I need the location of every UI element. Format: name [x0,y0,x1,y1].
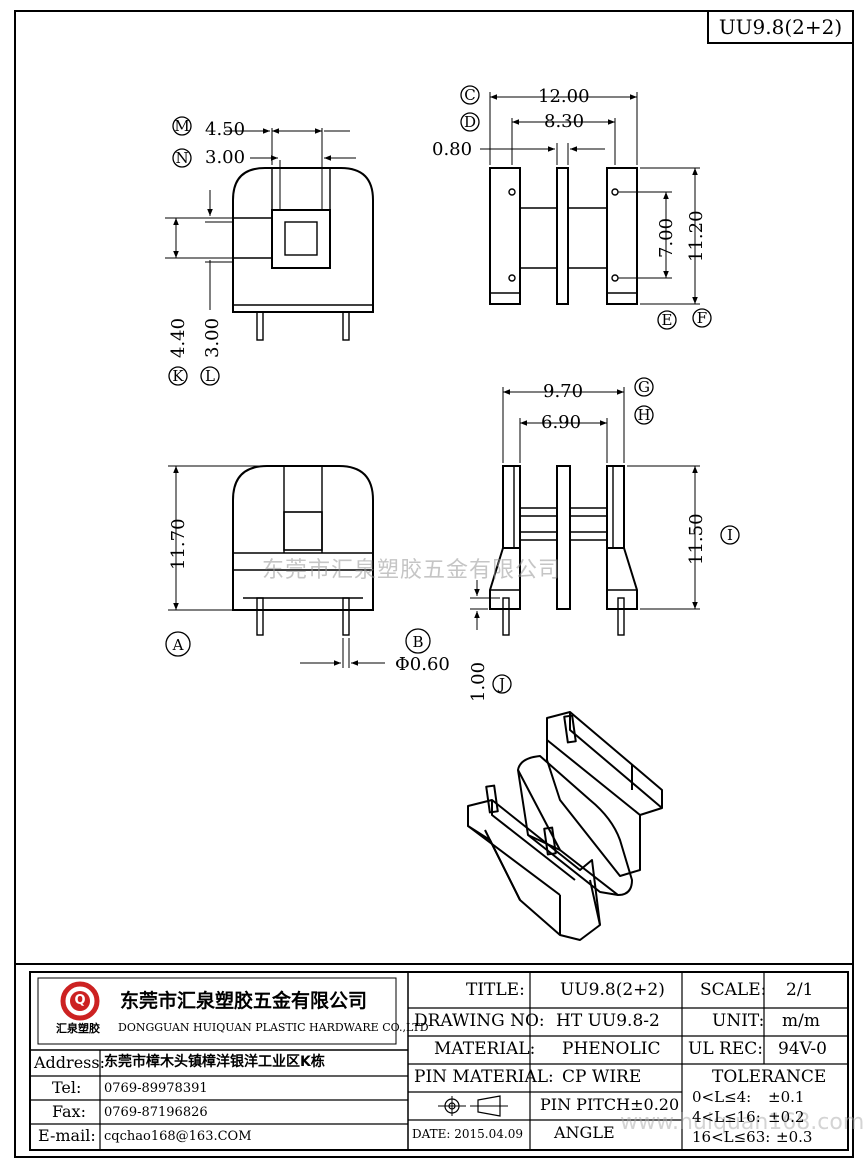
svg-text:C: C [464,86,475,104]
tolerance-label: TOLERANCE [712,1067,827,1087]
fax-value: 0769-87196826 [104,1105,208,1120]
svg-text:E: E [662,311,673,329]
svg-text:G: G [638,378,650,396]
pin-material-label: PIN MATERIAL: [414,1067,554,1087]
view-side-bottom [168,465,385,668]
angle: ANGLE [554,1123,615,1142]
dim-c: 12.00 [538,86,590,107]
title-block-lines [14,963,854,1151]
svg-text:L: L [205,367,215,385]
dim-j: 1.00 [468,662,489,702]
svg-text:N: N [175,149,188,167]
ul-label: UL REC: [688,1039,763,1059]
svg-text:D: D [464,113,476,131]
scale-label: SCALE: [700,980,767,1000]
unit-label: UNIT: [712,1011,765,1031]
drawing-frame [14,10,854,1158]
tol-range-1: 0<L≤4: [692,1088,752,1106]
svg-text:I: I [727,526,733,544]
dim-a: 11.70 [168,518,189,570]
svg-text:J: J [497,675,505,693]
tel-value: 0769-89978391 [104,1081,208,1096]
dimension-texts: 4.50 3.00 12.00 8.30 0.80 9.70 6.90 Φ0.6… [168,86,707,702]
title-label: TITLE: [466,980,525,1000]
dim-f: 11.20 [686,210,707,262]
dim-b: Φ0.60 [395,654,450,675]
date: DATE: 2015.04.09 [412,1127,523,1141]
tel-label: Tel: [52,1078,82,1097]
ref-d: D [460,112,480,132]
svg-text:K: K [172,367,184,385]
dim-g: 9.70 [543,381,583,402]
logo-text: 汇泉塑胶 [56,1022,100,1035]
scale-value: 2/1 [786,980,814,1000]
material-label: MATERIAL: [434,1039,536,1059]
dim-e: 7.00 [656,218,677,258]
tol-value-1: ±0.1 [768,1088,805,1106]
ref-l: L [200,366,220,386]
view-side-top [165,128,374,341]
svg-text:A: A [172,636,184,654]
dim-h: 6.90 [541,412,581,433]
dim-k: 4.40 [168,318,189,358]
ref-i: I [720,525,740,545]
ref-k: K [168,366,188,386]
ul-value: 94V-0 [778,1039,827,1059]
pin-pitch: PIN PITCH±0.20 [540,1095,680,1114]
dim-l: 3.00 [202,318,223,358]
dim-m: 4.50 [205,119,245,140]
drawing-value: HT UU9.8-2 [556,1011,660,1031]
svg-text:M: M [174,117,189,135]
dim-i: 11.50 [686,513,707,565]
address-value: 东莞市樟木头镇樟洋银洋工业区K栋 [104,1054,325,1070]
company-name-en: DONGGUAN HUIQUAN PLASTIC HARDWARE CO.,LT… [118,1021,429,1034]
view-front-top [480,92,700,305]
svg-text:H: H [637,406,650,424]
ref-e: E [657,310,677,330]
material-value: PHENOLIC [562,1039,661,1059]
reference-letters: M N C D E F K L G H I A B J [165,85,740,694]
dim-n: 3.00 [205,147,245,168]
part-code: UU9.8(2+2) [707,12,852,44]
watermark-url: www.huiquan168.com [620,1110,865,1135]
ref-b: B [405,628,431,654]
logo-letter: Q [74,993,86,1008]
view-front-bottom [470,387,700,636]
ref-h: H [634,405,654,425]
svg-text:B: B [412,633,423,651]
tol-value-2: ±0.2 [768,1108,805,1126]
unit-value: m/m [782,1011,820,1031]
pin-material-value: CP WIRE [562,1067,642,1087]
view-isometric [467,711,663,941]
company-name-cn: 东莞市汇泉塑胶五金有限公司 [120,990,368,1012]
tol-value-3: ±0.3 [776,1128,813,1146]
email-value: cqchao168@163.COM [104,1129,252,1144]
dim-gap: 0.80 [432,139,472,160]
ref-j: J [492,674,512,694]
ref-g: G [634,377,654,397]
ref-m: M [172,116,192,136]
fax-label: Fax: [52,1102,86,1121]
drawing-label: DRAWING NO: [414,1011,545,1031]
ref-a: A [165,631,191,657]
ref-f: F [692,308,712,328]
title-value: UU9.8(2+2) [560,980,665,1000]
tol-range-3: 16<L≤63: [692,1128,771,1146]
ref-n: N [172,148,192,168]
email-label: E-mail: [38,1126,96,1145]
dim-d: 8.30 [544,111,584,132]
tol-range-2: 4<L≤16: [692,1108,761,1126]
watermark: 东莞市汇泉塑胶五金有限公司 [262,558,562,583]
address-label: Address: [34,1053,105,1072]
ref-c: C [460,85,480,105]
svg-text:F: F [697,309,707,327]
